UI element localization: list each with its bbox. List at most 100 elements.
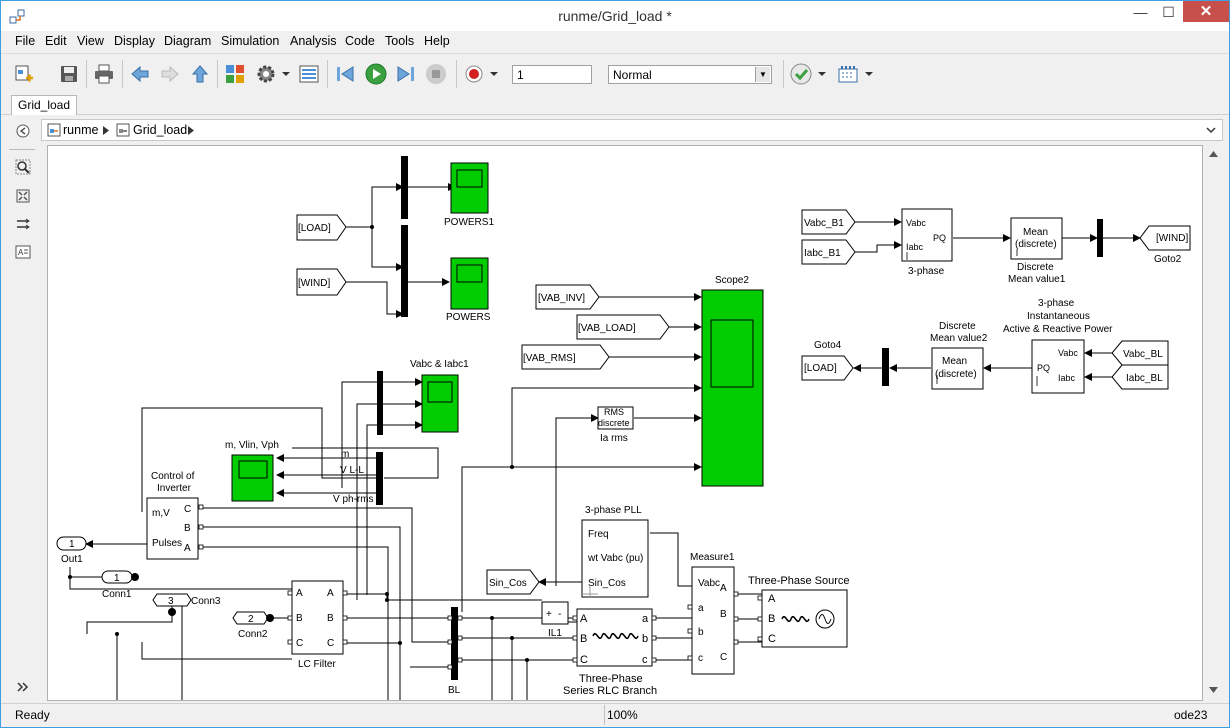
menu-diagram[interactable]: Diagram	[164, 34, 212, 48]
from-vab-inv-tag[interactable]: [VAB_INV]	[538, 293, 585, 304]
model-explorer-icon[interactable]	[298, 63, 320, 85]
stop-icon[interactable]	[425, 63, 447, 85]
toolbar-separator	[217, 60, 218, 88]
menu-tools[interactable]: Tools	[385, 34, 415, 48]
goto2-label: Goto2	[1154, 254, 1182, 265]
step-forward-icon[interactable]	[395, 63, 417, 85]
pq1-port-vabc: Vabc	[906, 218, 926, 228]
control-title-line2: Inverter	[157, 483, 192, 494]
control-title-line1: Control of	[151, 471, 195, 482]
measure-port-a-in: a	[698, 603, 704, 614]
step-back-icon[interactable]	[334, 63, 356, 85]
pq2-title-line2: Instantaneous	[1027, 311, 1090, 322]
menu-edit[interactable]: Edit	[45, 34, 67, 48]
run-icon[interactable]	[365, 63, 387, 85]
mux-vll-label: V L-L	[340, 465, 364, 476]
chevron-down-icon[interactable]	[863, 63, 875, 85]
double-chevron-right-icon[interactable]	[15, 679, 31, 695]
pq1-block-label: 3-phase	[908, 266, 945, 277]
window-title: runme/Grid_load *	[558, 8, 672, 24]
simulation-mode-value: Normal	[613, 68, 652, 82]
hide-explorer-icon[interactable]	[15, 123, 31, 139]
menu-file[interactable]: File	[15, 34, 36, 48]
conn2-port-number: 2	[248, 614, 254, 625]
status-text: Ready	[15, 708, 50, 722]
sum-minus-sign: -	[558, 609, 561, 620]
measure-port-b-in: b	[698, 627, 704, 638]
chevron-down-icon[interactable]: ▼	[755, 67, 770, 82]
annotation-icon[interactable]: A	[15, 244, 31, 260]
scroll-up-icon[interactable]	[1209, 151, 1218, 157]
breadcrumb-runme[interactable]: runme	[63, 123, 99, 137]
goto-sincos-tag[interactable]: Sin_Cos	[489, 578, 527, 589]
lc-port-a-in: A	[296, 588, 303, 599]
model-canvas[interactable]: [LOAD] [WIND] POWERS1 POWERS [VAB_INV] […	[47, 145, 1203, 701]
scope-viewer-icon[interactable]	[837, 63, 859, 85]
breadcrumb-grid-load[interactable]: Grid_load	[133, 123, 188, 137]
from-vabc-bl-tag[interactable]: Vabc_BL	[1123, 349, 1163, 360]
menu-code[interactable]: Code	[345, 34, 375, 48]
pq2-port-pq: PQ	[1037, 363, 1050, 373]
chevron-down-icon[interactable]	[1206, 127, 1216, 134]
record-icon[interactable]	[463, 63, 485, 85]
maximize-button[interactable]: ☐	[1162, 4, 1175, 20]
from-wind-tag[interactable]: [WIND]	[298, 278, 330, 289]
new-model-icon[interactable]	[13, 63, 35, 85]
tab-grid-load[interactable]: Grid_load	[11, 95, 77, 115]
menu-analysis[interactable]: Analysis	[290, 34, 337, 48]
from-vab-load-tag[interactable]: [VAB_LOAD]	[578, 323, 636, 334]
rms-block-label: Ia rms	[600, 433, 628, 444]
from-iabc-bl-tag[interactable]: Iabc_BL	[1126, 373, 1163, 384]
pll-label: 3-phase PLL	[585, 505, 642, 516]
back-arrow-icon[interactable]	[129, 63, 151, 85]
conn2-label: Conn2	[238, 629, 268, 640]
close-button[interactable]: ✕	[1183, 1, 1229, 22]
from-load-tag[interactable]: [LOAD]	[298, 223, 331, 234]
toolbar-separator	[456, 60, 457, 88]
save-icon[interactable]	[58, 63, 80, 85]
chevron-down-icon[interactable]	[816, 63, 828, 85]
print-icon[interactable]	[93, 63, 115, 85]
minimize-button[interactable]: —	[1133, 4, 1148, 20]
mean2-line1: Mean	[942, 356, 967, 367]
pq2-port-iabc: Iabc	[1058, 373, 1076, 383]
pq2-title-line3: Active & Reactive Power	[1003, 324, 1113, 335]
lc-port-c-out: C	[327, 638, 334, 649]
goto-load-tag[interactable]: [LOAD]	[804, 363, 837, 374]
fit-to-view-icon[interactable]	[15, 188, 31, 204]
stop-time-input[interactable]: 1	[512, 65, 592, 84]
chevron-down-icon[interactable]	[488, 63, 500, 85]
library-browser-icon[interactable]	[224, 63, 246, 85]
from-iabc-b1-tag[interactable]: Iabc_B1	[804, 248, 841, 259]
conn1-label: Conn1	[102, 589, 132, 600]
menu-simulation[interactable]: Simulation	[221, 34, 280, 48]
mean1-label-line2: Mean value1	[1008, 274, 1066, 285]
zoom-icon[interactable]	[15, 159, 31, 175]
pll-port-freq: Freq	[588, 529, 609, 540]
menu-view[interactable]: View	[77, 34, 104, 48]
rlc-port-c: C	[580, 654, 588, 666]
solver-name: ode23	[1174, 708, 1208, 722]
checkmark-icon[interactable]	[790, 63, 812, 85]
zoom-level: 100%	[607, 708, 638, 722]
route-lines-icon[interactable]	[15, 216, 31, 232]
scope2-label: Scope2	[715, 275, 749, 286]
goto-wind-tag[interactable]: [WIND]	[1156, 233, 1188, 244]
simulation-mode-select[interactable]: Normal ▼	[608, 65, 772, 84]
measure-port-vabc: Vabc	[698, 578, 720, 589]
toolbar-separator	[86, 60, 87, 88]
from-vabc-b1-tag[interactable]: Vabc_B1	[804, 218, 844, 229]
chevron-down-icon[interactable]	[280, 63, 292, 85]
vertical-scrollbar[interactable]	[1205, 145, 1222, 701]
menu-display[interactable]: Display	[114, 34, 155, 48]
title-bar: runme/Grid_load * — ☐ ✕	[1, 1, 1229, 31]
scroll-down-icon[interactable]	[1209, 687, 1218, 693]
forward-arrow-icon[interactable]	[159, 63, 181, 85]
lc-port-a-out: A	[327, 588, 334, 599]
up-arrow-icon[interactable]	[189, 63, 211, 85]
model-icon	[47, 123, 61, 137]
from-vab-rms-tag[interactable]: [VAB_RMS]	[523, 353, 576, 364]
menu-help[interactable]: Help	[424, 34, 450, 48]
gear-icon[interactable]	[255, 63, 277, 85]
